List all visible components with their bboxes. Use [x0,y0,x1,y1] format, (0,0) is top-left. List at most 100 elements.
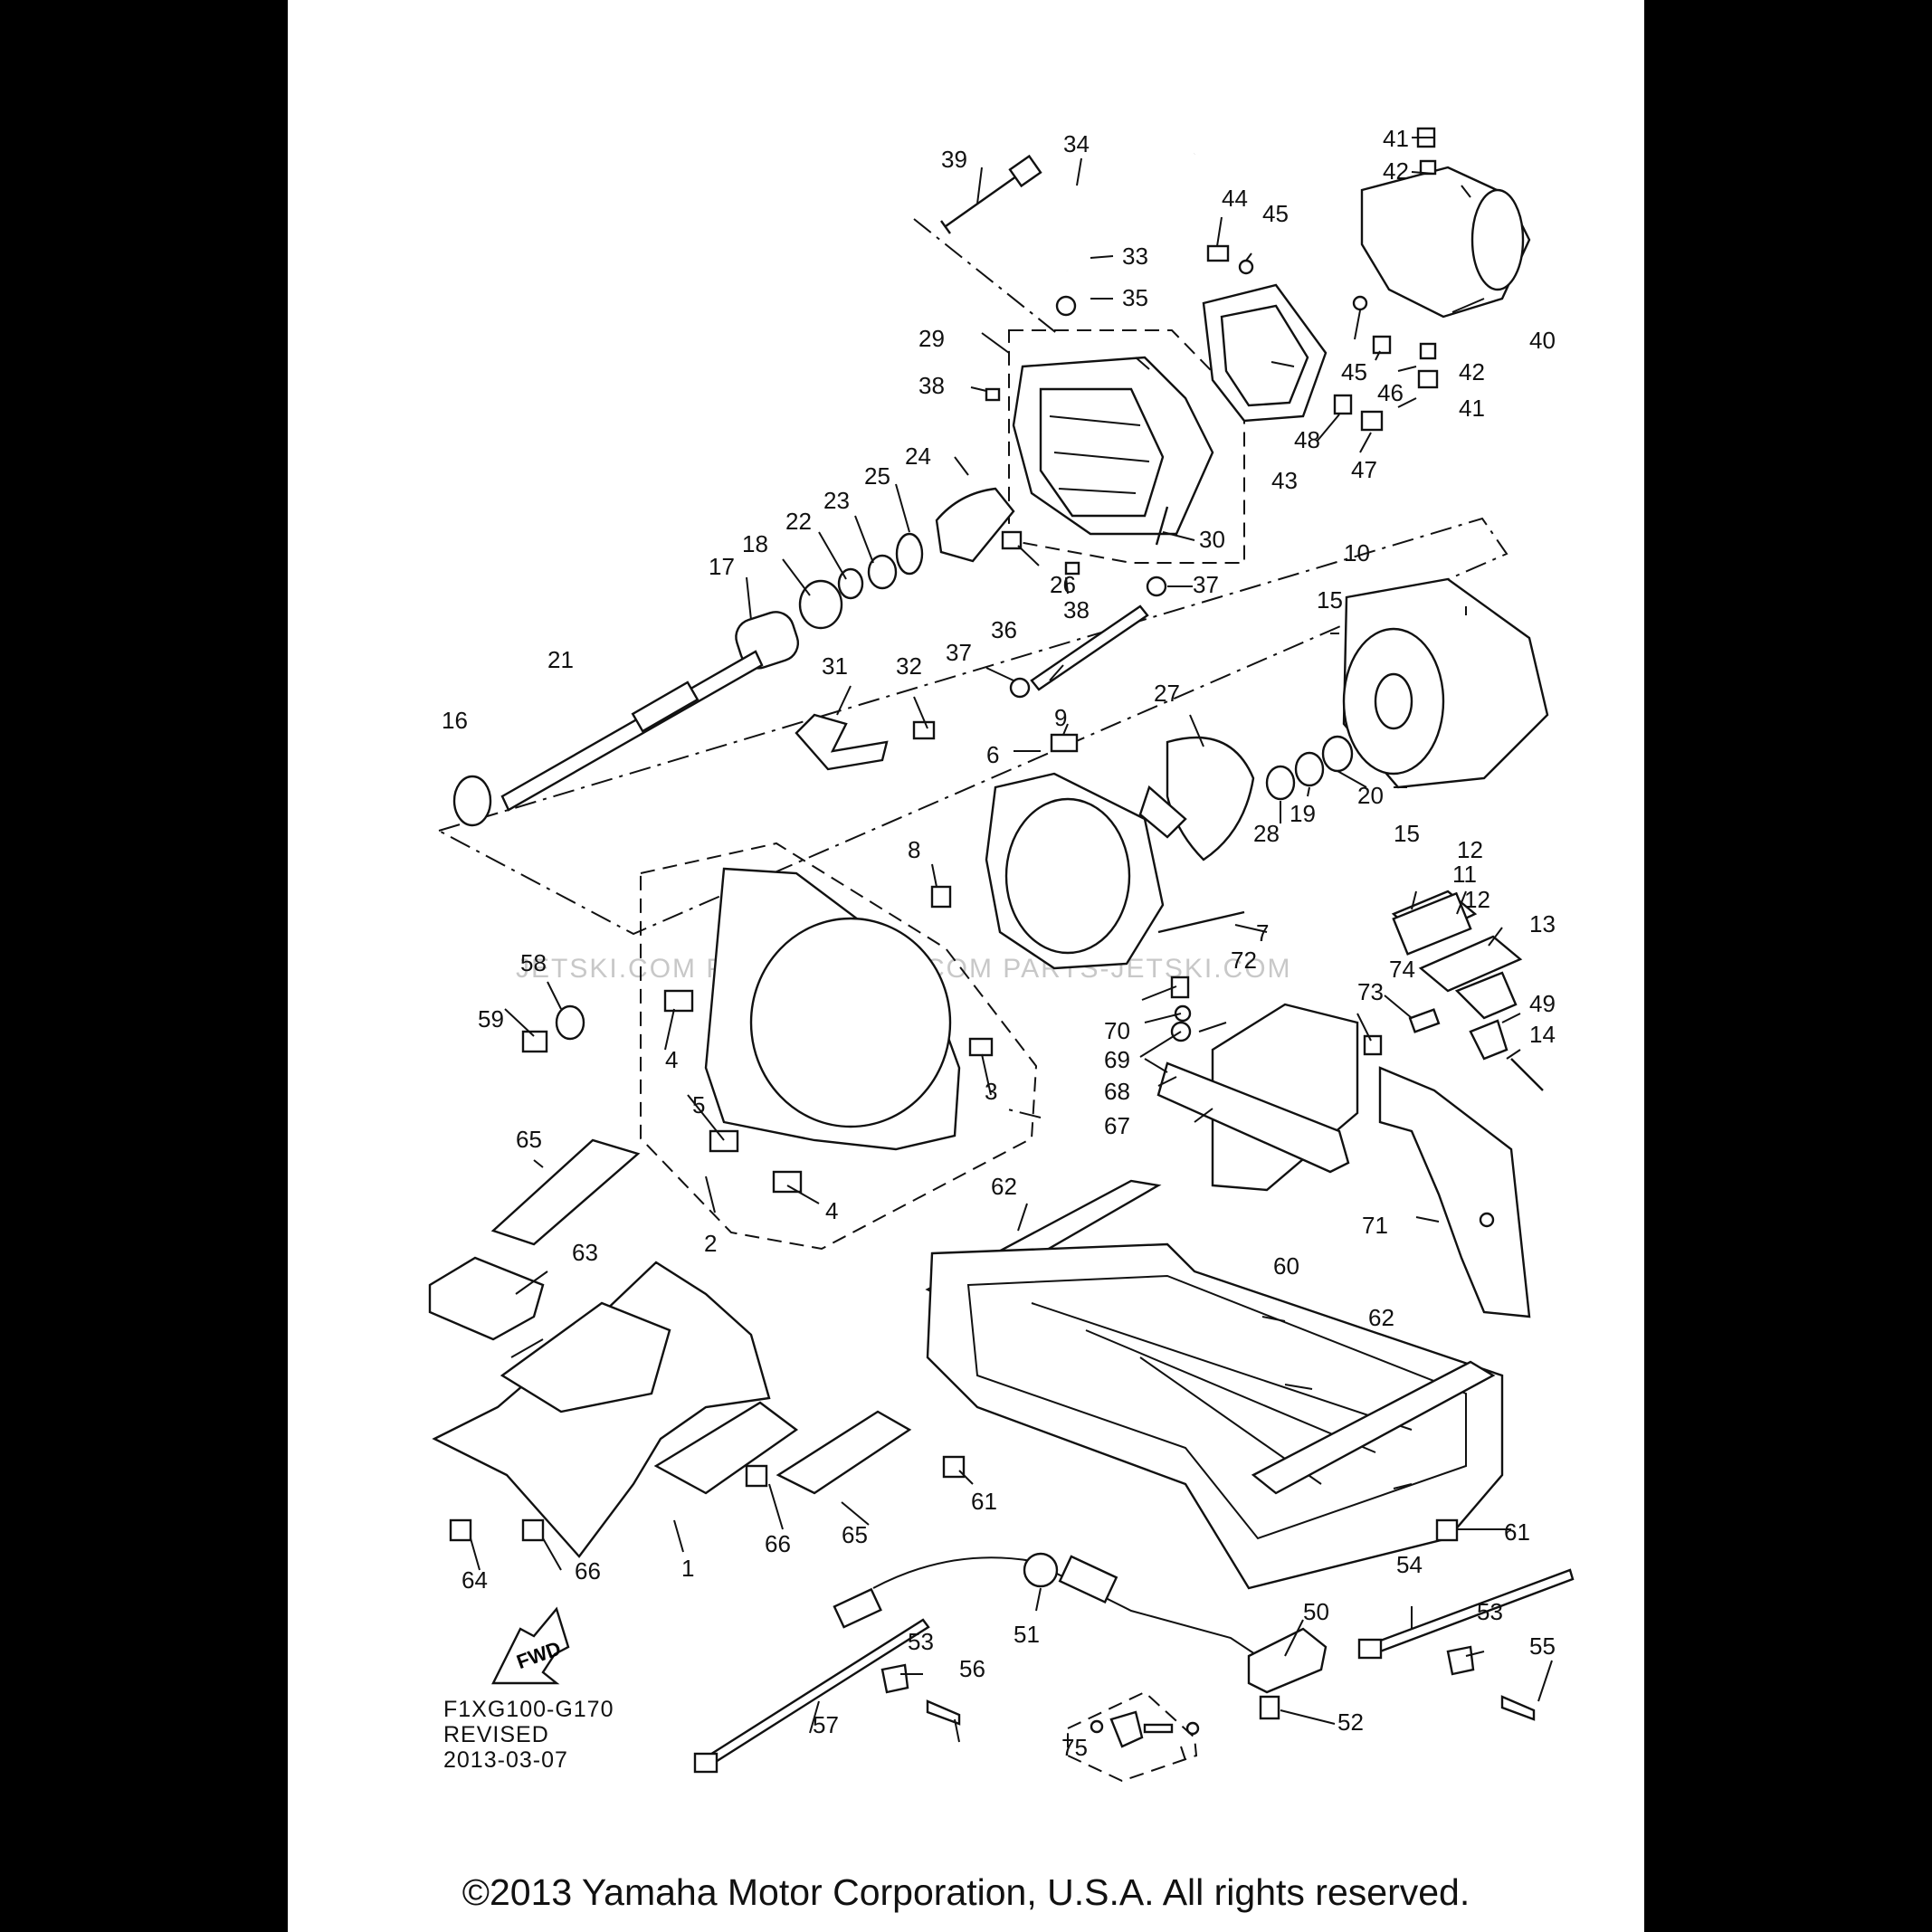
callout-4a: 4 [665,1046,678,1073]
callout-49: 49 [1529,990,1556,1017]
callout-4b: 4 [825,1197,838,1224]
callout-61a: 61 [971,1488,997,1515]
callout-50: 50 [1303,1598,1329,1625]
callout-36: 36 [991,616,1017,643]
callout-66b: 66 [575,1557,601,1585]
callout-38b: 38 [1063,596,1090,623]
callout-42b: 42 [1459,358,1485,385]
callout-56: 56 [959,1655,985,1682]
pump-parts [452,127,1549,1318]
callout-27: 27 [1154,680,1180,707]
callout-72: 72 [1231,947,1257,974]
callout-46: 46 [1377,379,1404,406]
callout-69: 69 [1104,1046,1130,1073]
callout-10: 10 [1344,539,1370,566]
callout-58: 58 [520,949,547,976]
callout-62a: 62 [991,1173,1017,1200]
callout-40: 40 [1529,327,1556,354]
callout-34: 34 [1063,130,1090,157]
callout-53a: 53 [1477,1598,1503,1625]
callout-68: 68 [1104,1078,1130,1105]
callout-67: 67 [1104,1112,1130,1139]
callout-53b: 53 [908,1628,934,1655]
callout-28: 28 [1253,820,1280,847]
callout-51: 51 [1014,1621,1040,1648]
callout-38a: 38 [918,372,945,399]
callout-9: 9 [1054,704,1067,731]
callout-12a: 12 [1457,836,1483,863]
diagram-sheet [288,0,1644,1932]
callout-75: 75 [1061,1734,1088,1761]
callout-48: 48 [1294,426,1320,453]
callout-7: 7 [1256,919,1269,947]
callout-5: 5 [692,1091,705,1118]
callout-57: 57 [813,1711,839,1738]
revision-code: F1XG100-G170 [443,1697,614,1722]
callout-22: 22 [785,508,812,535]
callout-61b: 61 [1504,1518,1530,1546]
callout-23: 23 [823,487,850,514]
callout-60: 60 [1273,1252,1299,1280]
callout-44: 44 [1222,185,1248,212]
callout-25: 25 [864,462,890,490]
callout-31: 31 [822,652,848,680]
callout-55: 55 [1529,1632,1556,1660]
callout-14: 14 [1529,1021,1556,1048]
callout-2: 2 [704,1230,717,1257]
callout-59: 59 [478,1005,504,1033]
callout-43: 43 [1271,467,1298,494]
mount-parts [428,1138,1575,1774]
callout-39: 39 [941,146,967,173]
revision-status: REVISED [443,1722,549,1747]
callout-17: 17 [709,553,735,580]
callout-71: 71 [1362,1212,1388,1239]
callout-66a: 66 [765,1530,791,1557]
callout-6: 6 [986,741,999,768]
callout-63: 63 [572,1239,598,1266]
callout-20: 20 [1357,782,1384,809]
callout-1: 1 [681,1555,694,1582]
callout-54: 54 [1396,1551,1423,1578]
callout-16: 16 [442,707,468,734]
callout-62b: 62 [1368,1304,1394,1331]
callout-labels: 39 34 33 35 29 38 24 25 23 22 18 17 21 1… [442,125,1556,1761]
callout-26: 26 [1050,571,1076,598]
callout-8: 8 [908,836,920,863]
callout-65a: 65 [516,1126,542,1153]
callout-42a: 42 [1383,157,1409,185]
callout-32: 32 [896,652,922,680]
fwd-arrow: FWD [491,1606,570,1685]
callout-15a: 15 [1317,586,1343,614]
revision-block: F1XG100-G170 REVISED 2013-03-07 [443,1697,614,1773]
callout-37b: 37 [946,639,972,666]
callout-21: 21 [547,646,574,673]
callout-15b: 15 [1394,820,1420,847]
callout-13: 13 [1529,910,1556,937]
callout-74: 74 [1389,956,1415,983]
callout-52: 52 [1337,1708,1364,1736]
callout-41b: 41 [1459,395,1485,422]
callout-65b: 65 [842,1521,868,1548]
callout-41a: 41 [1383,125,1409,152]
callout-18: 18 [742,530,768,557]
callout-73: 73 [1357,978,1384,1005]
leader-lines [470,137,1553,1761]
callout-70: 70 [1104,1017,1130,1044]
callout-19: 19 [1290,800,1316,827]
copyright-notice: ©2013 Yamaha Motor Corporation, U.S.A. A… [462,1871,1470,1913]
callout-64: 64 [462,1566,488,1594]
callout-45a: 45 [1262,200,1289,227]
callout-29: 29 [918,325,945,352]
callout-3: 3 [985,1078,997,1105]
callout-35: 35 [1122,284,1148,311]
callout-24: 24 [905,443,931,470]
callout-30: 30 [1199,526,1225,553]
callout-45b: 45 [1341,358,1367,385]
callout-37a: 37 [1193,571,1219,598]
callout-47: 47 [1351,456,1377,483]
revision-date: 2013-03-07 [443,1747,568,1773]
callout-33: 33 [1122,243,1148,270]
callout-12b: 12 [1464,886,1490,913]
callout-11: 11 [1452,861,1477,888]
